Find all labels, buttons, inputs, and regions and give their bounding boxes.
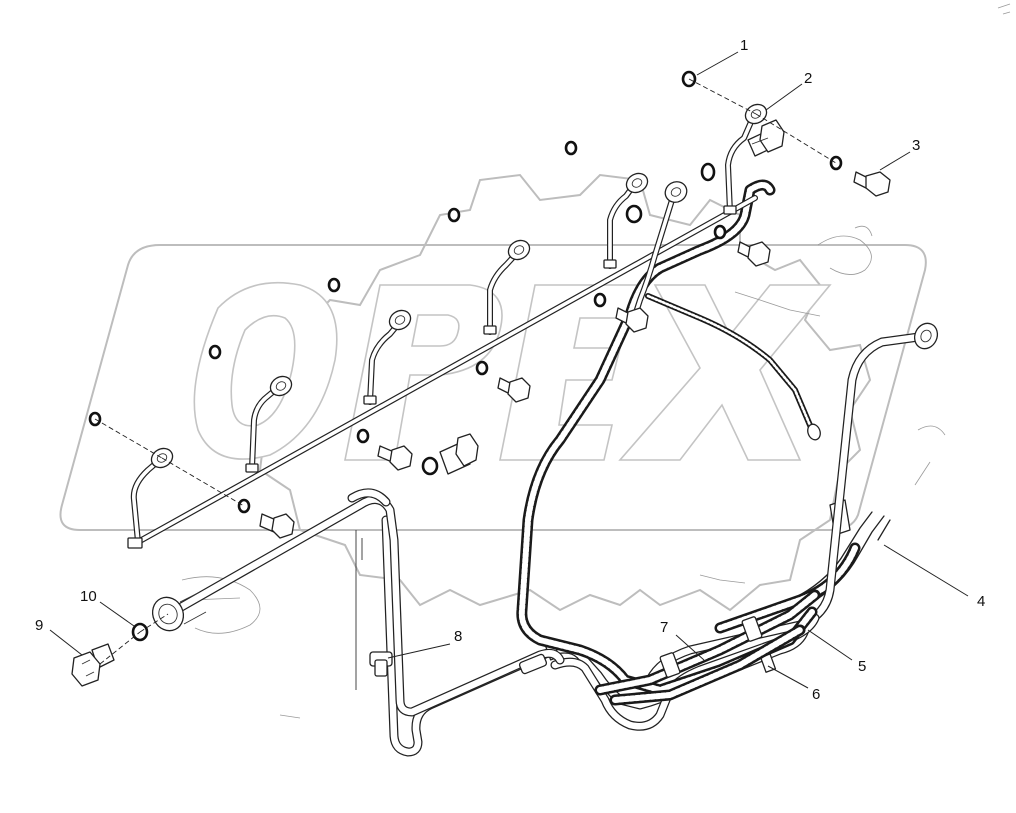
bolt-top: [747, 119, 785, 157]
braided-return-line: [645, 293, 821, 441]
part-8-left-rigid-pipe: [151, 488, 565, 717]
part-7-leakoff-hose: [516, 179, 821, 706]
callout-6: 6: [812, 686, 820, 703]
banjo-bolts: [71, 119, 891, 687]
leader-4: [883, 544, 969, 597]
assembly-lines: [94, 78, 837, 665]
leader-9: [49, 629, 83, 656]
bolt-9: [71, 643, 115, 687]
bolt-lower-left: [259, 513, 295, 539]
leader-2: [765, 83, 803, 111]
bolt-mid-center: [497, 377, 531, 403]
leader-1: [696, 51, 739, 76]
bolt-mid-left: [377, 445, 413, 471]
callouts: 1 2 3 4 5 6 7 8 9 10: [35, 37, 985, 703]
callout-5: 5: [858, 658, 866, 675]
leader-7: [675, 634, 705, 661]
callout-9: 9: [35, 617, 43, 634]
sealing-rings: [88, 70, 843, 642]
watermark-letters: [193, 281, 832, 461]
bolt-3: [853, 171, 891, 197]
leader-3: [879, 151, 911, 171]
leader-5: [807, 629, 853, 661]
leader-6: [767, 665, 809, 689]
bolt-upper-center: [615, 307, 649, 333]
injector-leakoff-rail: [127, 103, 768, 549]
watermark-frame: [59, 244, 927, 531]
leader-10: [99, 601, 135, 627]
callout-3: 3: [912, 137, 920, 154]
callout-10: 10: [80, 588, 97, 605]
callout-2: 2: [804, 70, 812, 87]
background-fragments: [181, 3, 1011, 719]
callout-1: 1: [740, 37, 748, 54]
watermark: [59, 173, 927, 612]
callout-8: 8: [454, 628, 462, 645]
callout-7: 7: [660, 619, 668, 636]
callout-4: 4: [977, 593, 985, 610]
leader-8: [387, 643, 451, 659]
bolt-large-fitting: [439, 433, 479, 475]
bolt-mid-right: [737, 241, 771, 267]
